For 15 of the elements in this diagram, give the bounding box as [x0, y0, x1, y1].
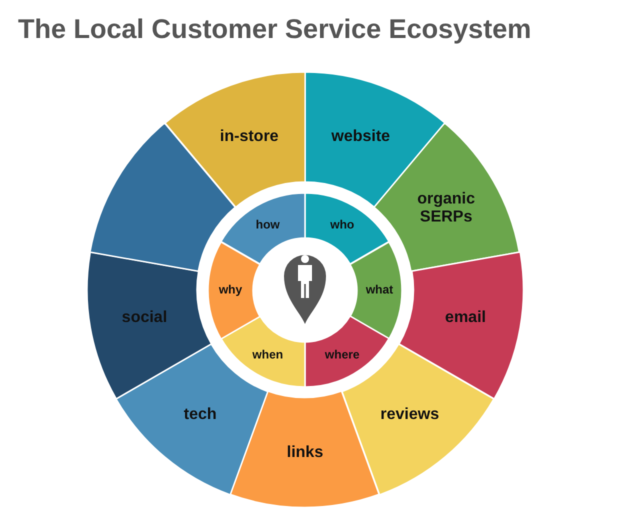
- segment-label: who: [330, 218, 354, 232]
- segment-label: in-store: [220, 128, 279, 146]
- segment-label: social: [122, 310, 168, 328]
- segment-label: where: [324, 348, 360, 362]
- segment-label: what: [366, 283, 394, 297]
- segment-label: when: [252, 348, 284, 362]
- segment-label: reviews: [380, 406, 440, 424]
- segment-label: links: [286, 444, 324, 462]
- segment-label: how: [256, 218, 280, 232]
- segment-label: organic SERPs: [416, 190, 476, 226]
- segment-label: website: [331, 128, 390, 146]
- segment-label: why: [218, 283, 242, 297]
- segment-label: email: [445, 310, 486, 328]
- diagram-title: The Local Customer Service Ecosystem: [18, 14, 532, 45]
- segment-label: tech: [184, 406, 217, 424]
